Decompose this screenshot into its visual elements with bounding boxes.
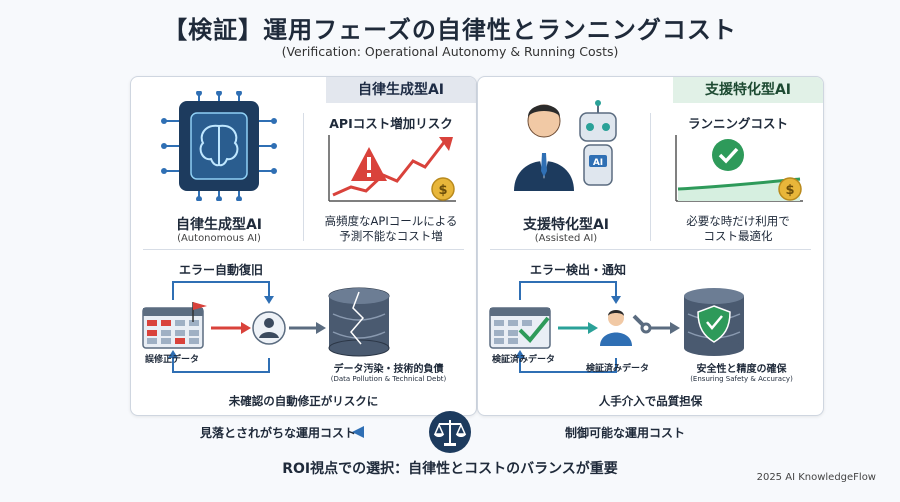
assisted-ai-name-en: (Assisted AI)	[534, 233, 598, 244]
autonomous-ai-name-en: (Autonomous AI)	[177, 233, 261, 244]
ai-chip-brain-icon	[161, 91, 277, 201]
error-detection-title: エラー検出・通知	[530, 263, 627, 277]
assisted-quality-note: 人手介入で品質担保	[598, 394, 703, 408]
panel-tag-autonomous: 自律生成型AI	[326, 77, 476, 103]
svg-text:$: $	[438, 183, 447, 198]
safety-accuracy-label-en: (Ensuring Safety & Accuracy)	[690, 375, 793, 383]
roi-conclusion: ROI視点での選択：自律性とコストのバランスが重要	[282, 461, 618, 477]
credit-text: 2025 AI KnowledgeFlow	[756, 472, 876, 483]
running-cost-description: 必要な時だけ利用で コスト最適化	[686, 214, 790, 243]
panel-divider-vertical	[650, 113, 651, 241]
rising-cost-chart-icon: $	[328, 135, 456, 202]
assisted-ai-panel: 支援特化型AI AI 支援特化型AI (Assisted AI) ランニングコス…	[477, 76, 824, 416]
panel-tag-assisted: 支援特化型AI	[673, 77, 823, 103]
controllable-cost-label: 制御可能な運用コスト	[565, 426, 686, 440]
running-cost-title: ランニングコスト	[687, 116, 788, 131]
miscorrected-data-label: 誤修正データ	[145, 355, 200, 365]
panel-divider-horizontal	[490, 249, 811, 250]
data-pollution-label-en: (Data Pollution & Technical Debt)	[330, 375, 447, 383]
page-title: 【検証】運用フェーズの自律性とランニングコスト	[163, 16, 737, 44]
balance-scale-icon	[429, 411, 471, 453]
panel-divider-vertical	[303, 113, 304, 241]
autonomous-risk-note: 未確認の自動修正がリスクに	[228, 394, 379, 408]
autonomous-ai-name: 自律生成型AI	[175, 217, 263, 233]
autonomous-ai-panel: 自律生成型AI 自律生成型AI (Autonomous AI) APIコスト増加…	[130, 76, 477, 416]
verified-data-label: 検証済みデータ	[492, 355, 556, 365]
panel-divider-horizontal	[143, 249, 464, 250]
verified-data-person-label: 検証済みデータ	[586, 364, 650, 374]
svg-text:$: $	[785, 183, 794, 198]
page-subtitle: (Verification: Operational Autonomy & Ru…	[281, 44, 619, 59]
api-cost-description: 高頻度なAPIコールによる 予測不能なコスト増	[324, 214, 458, 243]
safety-accuracy-label: 安全性と精度の確保	[696, 364, 787, 375]
data-pollution-label: データ汚染・技術的負債	[333, 364, 444, 375]
error-auto-recovery-title: エラー自動復旧	[179, 263, 264, 277]
api-cost-risk-title: APIコスト増加リスク	[329, 116, 453, 131]
human-and-robot-icon: AI	[514, 100, 617, 191]
overlooked-cost-label: 見落とされがちな運用コスト	[200, 426, 357, 440]
bottom-cost-arrows	[352, 426, 550, 438]
auto-recovery-flow-diagram	[142, 281, 390, 373]
detection-notify-flow-diagram	[489, 281, 744, 373]
stable-cost-chart-icon: $	[675, 135, 803, 202]
robot-ai-badge: AI	[593, 158, 603, 168]
assisted-ai-name: 支援特化型AI	[522, 217, 610, 233]
